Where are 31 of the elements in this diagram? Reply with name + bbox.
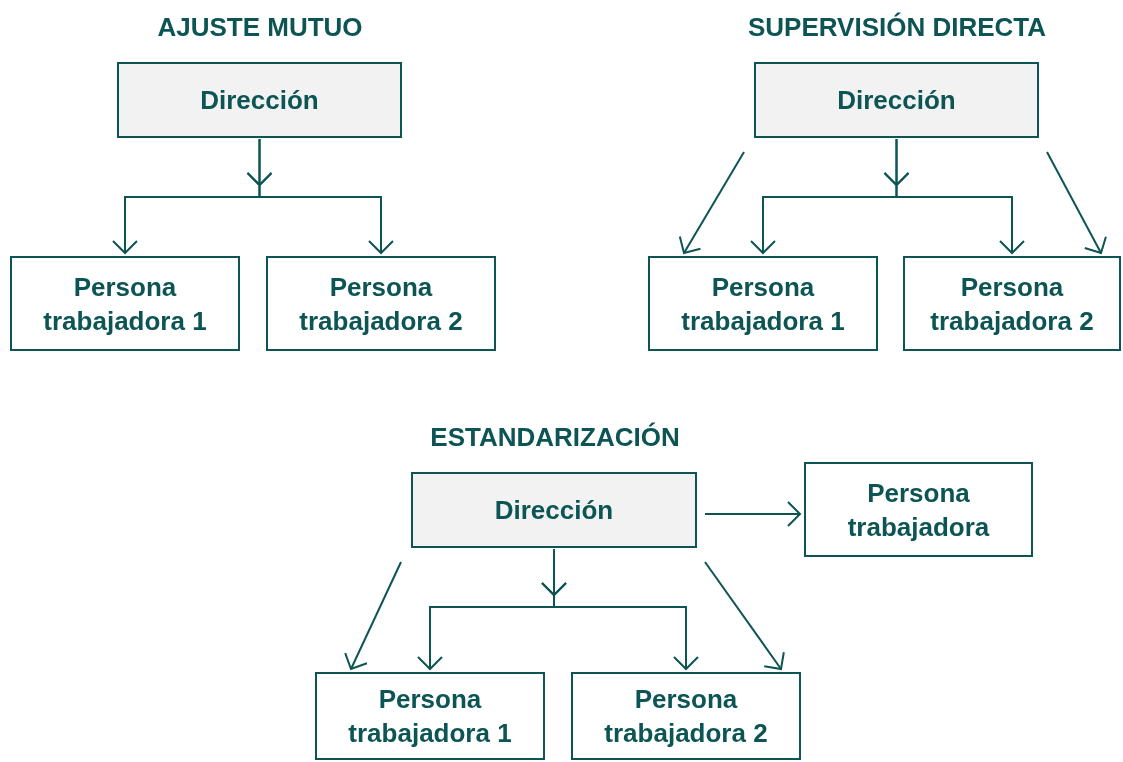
section-title: AJUSTE MUTUO [156,11,364,44]
process-box [648,256,878,351]
box-label: Persona trabajadora 1 [42,270,208,338]
process-box [10,256,240,351]
arrow [883,138,1025,254]
arrow [344,561,402,670]
process-box [903,256,1121,351]
box-label: Persona trabajadora 1 [680,270,846,338]
process-box [315,672,545,760]
box-label: Persona trabajadora 2 [603,683,769,750]
process-box [411,472,697,548]
section-title: ESTANDARIZACIÓN [429,421,681,454]
arrow [1046,151,1107,254]
box-label: Persona trabajadora 2 [929,270,1095,338]
box-label: Dirección [199,84,320,117]
arrow [704,561,785,670]
arrow [246,138,394,254]
arrow [678,151,745,254]
process-box [266,256,496,351]
box-label: Persona trabajadora [846,476,991,544]
box-label: Persona trabajadora 2 [298,270,464,338]
process-box [571,672,801,760]
arrow [541,548,699,670]
box-label: Dirección [493,494,615,527]
arrow [704,501,801,527]
box-label: Dirección [836,84,957,117]
box-label: Persona trabajadora 1 [347,683,513,750]
process-box [804,462,1033,557]
process-box [754,62,1039,138]
process-box [117,62,402,138]
section-title: SUPERVISIÓN DIRECTA [746,11,1048,44]
